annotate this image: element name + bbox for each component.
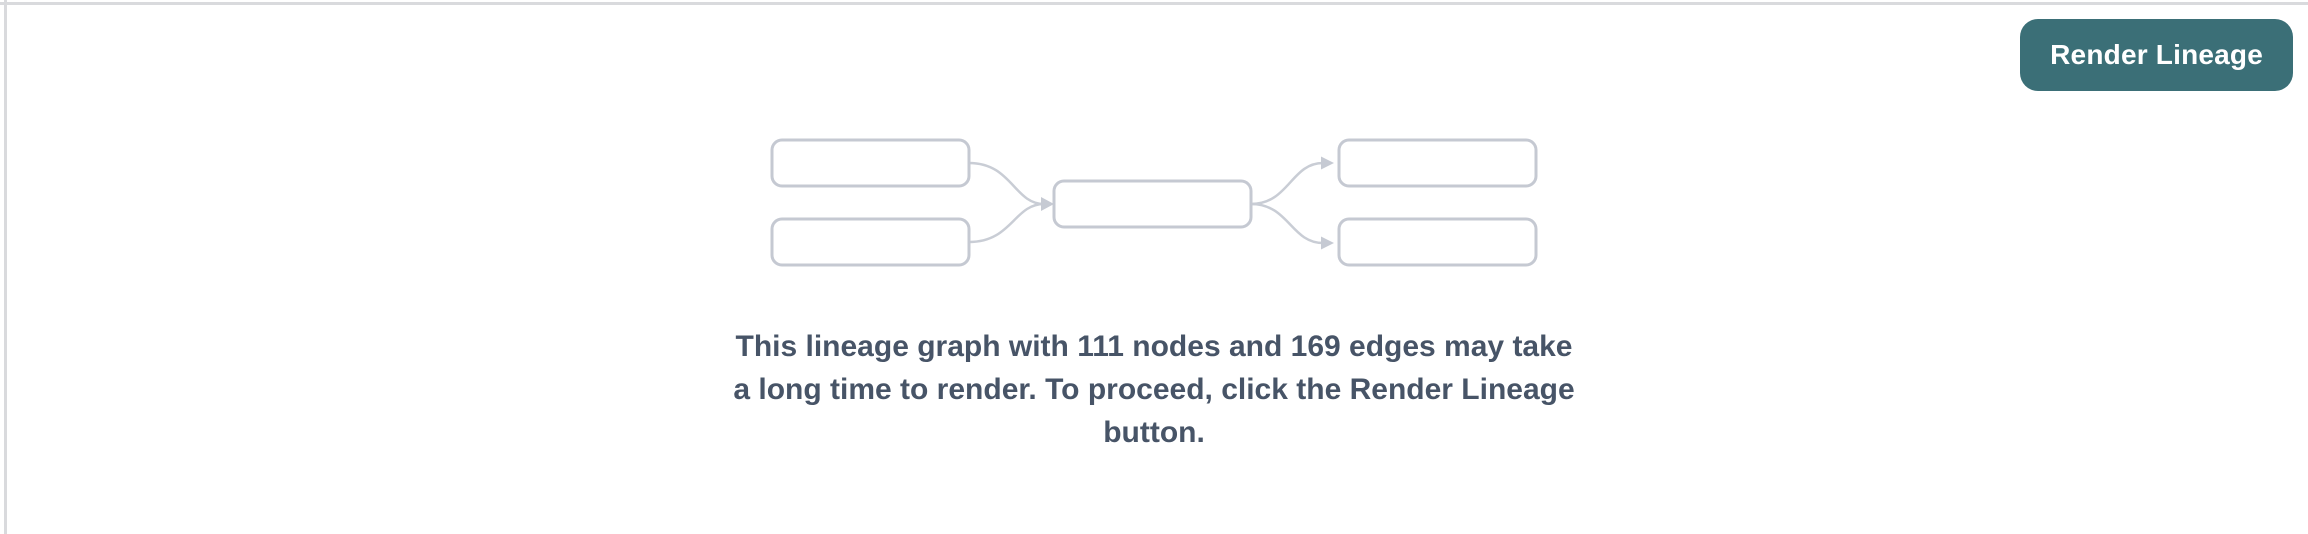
lineage-graph-placeholder-icon — [770, 138, 1538, 267]
message-line-2: a long time to render. To proceed, click… — [733, 373, 1575, 406]
left-border — [4, 0, 7, 534]
placeholder-arrowheads — [1041, 156, 1334, 250]
render-lineage-button[interactable]: Render Lineage — [2020, 19, 2293, 91]
render-warning-message: This lineage graph with 111 nodes and 16… — [733, 325, 1574, 454]
message-line-1: This lineage graph with 111 nodes and 16… — [735, 330, 1573, 363]
placeholder-edges — [967, 161, 1325, 245]
message-line-3: button. — [1103, 416, 1205, 449]
placeholder-nodes — [770, 138, 1538, 267]
empty-state: This lineage graph with 111 nodes and 16… — [0, 137, 2308, 454]
top-border — [0, 2, 2308, 5]
